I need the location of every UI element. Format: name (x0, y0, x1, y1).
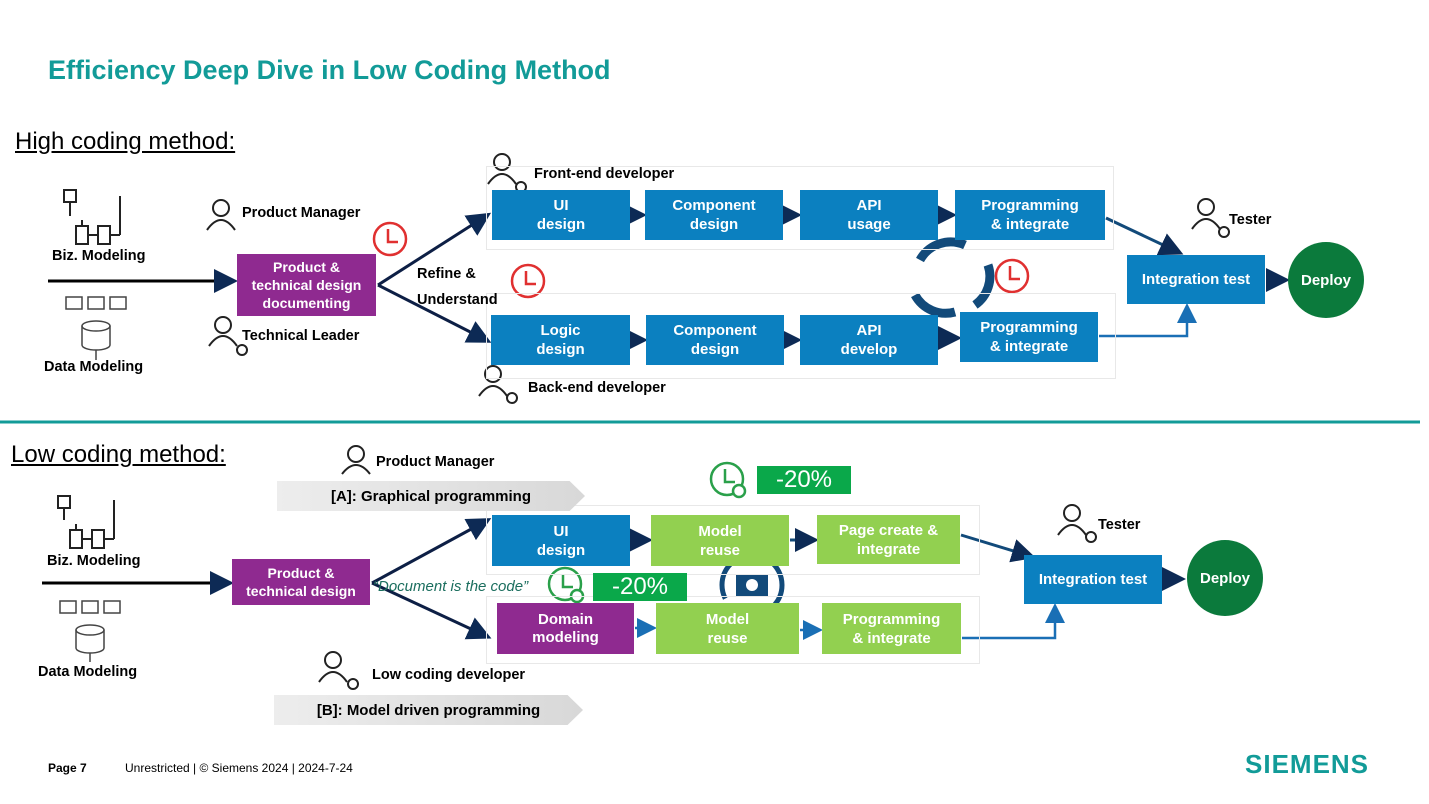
step-domain-modeling: Domain modeling (497, 603, 634, 654)
cycle-icon (911, 237, 995, 318)
lane-b (486, 596, 980, 664)
integration-test-box: Integration test (1127, 255, 1265, 304)
database-icon (59, 296, 127, 662)
step-programming: Programming & integrate (960, 312, 1098, 362)
step-api-usage: API usage (800, 190, 938, 240)
banner-a: [A]: Graphical programming (277, 481, 585, 511)
step-programming: Programming & integrate (822, 603, 961, 654)
technical-leader-label: Technical Leader (242, 328, 360, 344)
backend-lane (486, 293, 1116, 379)
quote-text: “Document is the code” (373, 578, 529, 595)
step-ui-design: UI design (492, 190, 630, 240)
reduction-badge: -20% (593, 573, 687, 601)
reduction-badge: -20% (757, 466, 851, 494)
data-modeling-label: Data Modeling (44, 359, 144, 375)
footer-info: Unrestricted | © Siemens 2024 | 2024-7-2… (125, 761, 353, 775)
data-modeling-label: Data Modeling (38, 664, 138, 680)
person-icon (206, 153, 1230, 690)
product-manager-label: Product Manager (242, 205, 361, 221)
product-manager-label: Product Manager (376, 454, 495, 470)
biz-modeling-label: Biz. Modeling (52, 248, 146, 264)
deploy-circle: Deploy (1187, 540, 1263, 616)
design-box: Product & technical design (232, 559, 370, 605)
clock-icon (372, 221, 1030, 299)
tester-label: Tester (1098, 517, 1141, 533)
biz-modeling-icon (57, 189, 121, 549)
biz-modeling-label: Biz. Modeling (47, 553, 141, 569)
backend-label: Back-end developer (528, 380, 666, 396)
high-coding-heading: High coding method: (15, 128, 236, 155)
step-logic-design: Logic design (491, 315, 630, 365)
lane-a (486, 505, 980, 575)
step-model-reuse: Model reuse (656, 603, 799, 654)
step-api-develop: API develop (800, 315, 938, 365)
siemens-logo: SIEMENS (1245, 749, 1370, 779)
deploy-circle: Deploy (1288, 242, 1364, 318)
frontend-label: Front-end developer (534, 166, 675, 182)
step-model-reuse: Model reuse (651, 515, 789, 566)
step-component-design: Component design (645, 190, 783, 240)
step-page-create: Page create & integrate (817, 515, 960, 564)
doc-box: Product & technical design documenting (237, 254, 376, 316)
tester-label: Tester (1229, 212, 1272, 228)
page-number: Page 7 (48, 761, 87, 775)
step-ui-design: UI design (492, 515, 630, 566)
low-coding-heading: Low coding method: (11, 441, 226, 468)
low-coding-developer-label: Low coding developer (372, 667, 526, 683)
integration-test-box: Integration test (1024, 555, 1162, 604)
step-component-design: Component design (646, 315, 784, 365)
frontend-lane (486, 166, 1114, 250)
banner-b: [B]: Model driven programming (274, 695, 583, 725)
page-title: Efficiency Deep Dive in Low Coding Metho… (48, 55, 611, 85)
refine-label: Refine & Understand (417, 266, 498, 308)
step-programming: Programming & integrate (955, 190, 1105, 240)
clock-plus-icon (547, 461, 747, 604)
